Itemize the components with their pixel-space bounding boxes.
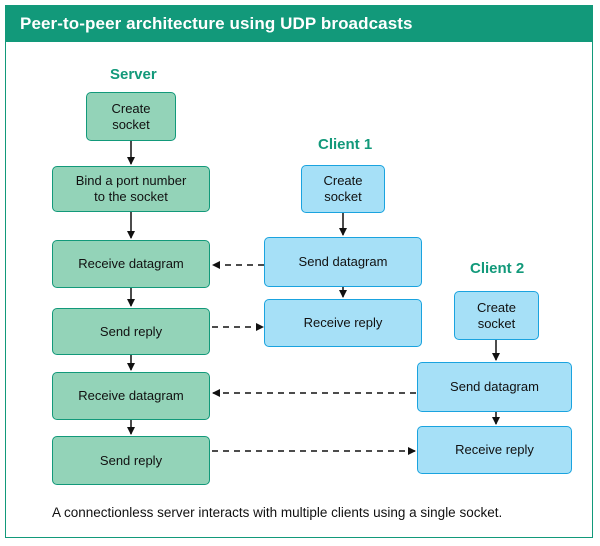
client2-send-datagram-box: Send datagram [417,362,572,412]
client1-column-title: Client 1 [318,136,373,153]
server-receive-datagram-box-2: Receive datagram [52,372,210,420]
server-bind-port-box: Bind a port number to the socket [52,166,210,212]
client1-send-datagram-box: Send datagram [264,237,422,287]
diagram-caption: A connectionless server interacts with m… [52,505,503,520]
server-send-reply-box-1: Send reply [52,308,210,355]
client1-receive-reply-box: Receive reply [264,299,422,347]
client2-create-socket-box: Create socket [454,291,539,340]
title-bar: Peer-to-peer architecture using UDP broa… [6,6,592,42]
diagram-title: Peer-to-peer architecture using UDP broa… [20,14,413,33]
server-receive-datagram-box-1: Receive datagram [52,240,210,288]
server-column-title: Server [110,66,157,83]
client1-create-socket-box: Create socket [301,165,385,213]
client2-receive-reply-box: Receive reply [417,426,572,474]
client2-column-title: Client 2 [470,260,525,277]
server-send-reply-box-2: Send reply [52,436,210,485]
server-create-socket-box: Create socket [86,92,176,141]
